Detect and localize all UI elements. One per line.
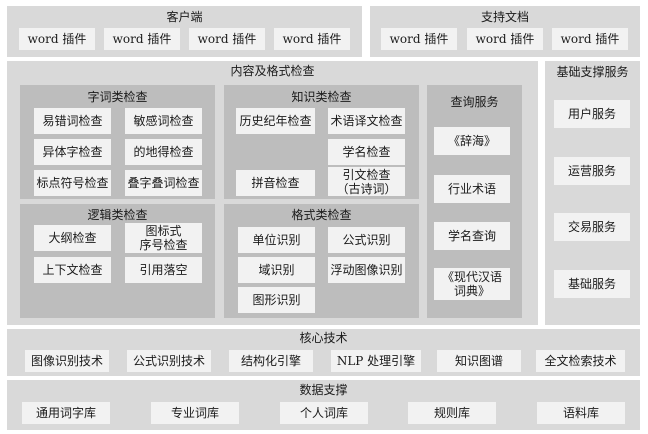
support-docs-item: word 插件 xyxy=(552,28,628,50)
core-tech-item: 公式识别技术 xyxy=(127,350,211,372)
core-tech-item: 知识图谱 xyxy=(437,350,521,372)
word-check-item: 的地得检查 xyxy=(125,139,202,165)
query-service-item: 行业术语 xyxy=(434,175,510,203)
word-check-item: 叠字叠词检查 xyxy=(125,170,202,196)
query-service-title: 查询服务 xyxy=(450,95,499,109)
client-title: 客户端 xyxy=(166,10,203,24)
base-services-title: 基础支撑服务 xyxy=(556,65,629,79)
client-item: word 插件 xyxy=(274,28,350,50)
query-service-item: 学名查询 xyxy=(434,222,510,250)
support-docs-item: word 插件 xyxy=(467,28,543,50)
client-item: word 插件 xyxy=(104,28,180,50)
data-support-item: 专业词库 xyxy=(151,402,239,424)
base-services-item: 基础服务 xyxy=(554,270,630,298)
word-check-item: 易错词检查 xyxy=(34,108,111,134)
data-support-title: 数据支撑 xyxy=(299,383,348,397)
data-support-item: 通用词字库 xyxy=(22,402,110,424)
base-services-item: 用户服务 xyxy=(554,100,630,128)
logic-check-title: 逻辑类检查 xyxy=(87,208,148,222)
base-services-item: 运营服务 xyxy=(554,157,630,185)
logic-check-item: 引用落空 xyxy=(125,257,202,283)
format-check-item: 图形识别 xyxy=(238,287,315,313)
data-support-item: 个人词库 xyxy=(280,402,368,424)
knowledge-check-item: 术语译文检查 xyxy=(328,108,405,134)
knowledge-check-item: 拼音检查 xyxy=(236,170,315,196)
query-service-item: 《现代汉语 词典》 xyxy=(434,268,510,300)
core-tech-item: NLP 处理引擎 xyxy=(331,350,421,372)
word-check-title: 字词类检查 xyxy=(87,90,148,104)
format-check-item: 公式识别 xyxy=(328,227,405,253)
support-docs-item: word 插件 xyxy=(381,28,457,50)
client-item: word 插件 xyxy=(19,28,95,50)
word-check-item: 敏感词检查 xyxy=(125,108,202,134)
core-tech-item: 图像识别技术 xyxy=(25,350,109,372)
core-tech-title: 核心技术 xyxy=(299,331,348,345)
format-check-item: 浮动图像识别 xyxy=(328,257,405,283)
core-tech-item: 全文检索技术 xyxy=(536,350,625,372)
format-check-item: 单位识别 xyxy=(238,227,315,253)
data-support-item: 语料库 xyxy=(537,402,625,424)
data-support-item: 规则库 xyxy=(408,402,496,424)
word-check-item: 标点符号检查 xyxy=(34,170,111,196)
content-check-title: 内容及格式检查 xyxy=(230,64,315,78)
client-item: word 插件 xyxy=(189,28,265,50)
format-check-item: 域识别 xyxy=(238,257,315,283)
core-tech-item: 结构化引擎 xyxy=(229,350,313,372)
logic-check-item: 大纲检查 xyxy=(34,225,111,251)
knowledge-check-item: 历史纪年检查 xyxy=(236,108,315,134)
knowledge-check-item: 引文检查 （古诗词） xyxy=(328,167,405,196)
logic-check-item: 上下文检查 xyxy=(34,257,111,283)
logic-check-item: 图标式 序号检查 xyxy=(125,223,202,253)
core-tech-panel xyxy=(7,329,640,376)
knowledge-check-title: 知识类检查 xyxy=(291,90,352,104)
format-check-title: 格式类检查 xyxy=(291,208,352,222)
word-check-item: 异体字检查 xyxy=(34,139,111,165)
base-services-item: 交易服务 xyxy=(554,213,630,241)
knowledge-check-item: 学名检查 xyxy=(328,139,405,165)
query-service-item: 《辞海》 xyxy=(434,127,510,155)
support-docs-title: 支持文档 xyxy=(480,10,529,24)
